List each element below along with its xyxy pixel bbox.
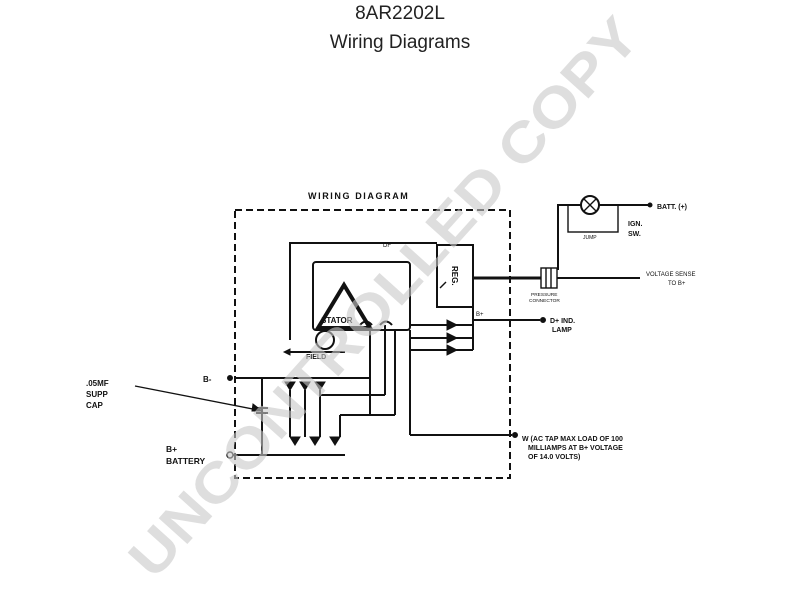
ign-label: IGN. [628,221,642,228]
pos-diode-2 [309,436,321,446]
reg-b-plus-label: B+ [476,312,484,318]
regulator-box [436,244,474,308]
batt-label: BATT. (+) [657,204,687,211]
phase-bridges [320,394,395,437]
connector-label-2: CONNECTOR [529,298,560,304]
diode-trio-wires [410,324,473,351]
uncontrolled-copy-watermark: UNCONTROLLED COPY [116,5,651,590]
lamp-cross [583,198,597,212]
diode-3 [446,344,459,356]
connector-pins [545,268,552,288]
cap-label-2: SUPP [86,390,108,399]
connector-label-1: PRESSURE [531,292,557,298]
pos-diode-1 [289,436,301,446]
w-label-2: MILLIAMPS AT B+ VOLTAGE [528,445,623,452]
w-terminal [512,432,518,438]
winding-taps [359,320,393,326]
pos-diode-3 [329,436,341,446]
b-minus-label: B- [203,375,212,384]
field-coil-icon [315,330,335,350]
voltage-sense-label-1: VOLTAGE SENSE [646,272,695,278]
batt-terminal [647,202,653,208]
alternator-boundary [234,209,511,479]
stator-label: STATOR [321,316,353,325]
jump-label: JUMP [583,235,597,241]
field-arrow-icon [282,348,291,356]
ind-lamp-wire [472,307,540,350]
diode-2 [446,332,459,344]
ind-lamp-label-1: D+ IND. [550,318,575,325]
b-plus-terminal [226,451,234,459]
neg-diode-3 [314,381,326,391]
sw-label: SW. [628,231,641,238]
cap-arrow-icon [251,403,264,412]
b-minus-terminal [227,375,233,381]
pressure-connector [540,267,558,289]
battery-label-1: B+ [166,444,177,454]
ind-lamp-label-2: LAMP [552,327,572,334]
model-title: 8AR2202L [355,3,445,24]
rectifier-links [289,390,321,437]
neg-diode-2 [299,381,311,391]
ind-lamp-terminal [540,317,546,323]
cap-label-3: CAP [86,401,104,410]
w-label-1: W (AC TAP MAX LOAD OF 100 [522,436,623,443]
df-label: DF [383,243,391,249]
regulator-label: REG. [450,266,459,286]
stator-winding [314,281,374,330]
regulator-mark [439,281,447,289]
field-label: FIELD [306,354,326,361]
voltage-sense-label-2: TO B+ [668,281,686,287]
cap-leader-line [134,385,259,411]
page-subtitle: Wiring Diagrams [329,32,471,53]
stator-phase-wires [369,325,411,435]
w-label-3: OF 14.0 VOLTS) [528,454,580,461]
diode-1 [446,319,459,331]
battery-label-2: BATTERY [166,456,206,466]
diagram-title: WIRING DIAGRAM [308,191,409,201]
cap-label-1: .05MF [86,379,109,388]
alternator-housing [289,242,437,340]
neg-diode-1 [284,381,296,391]
